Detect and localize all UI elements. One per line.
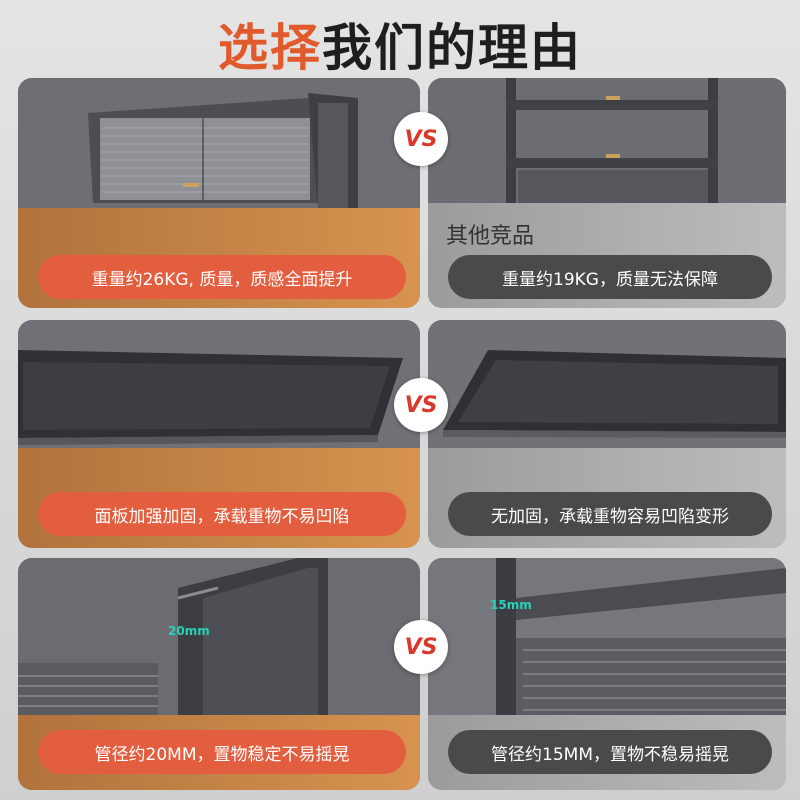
theirs-weight-pill: 重量约19KG，质量无法保障 [448, 255, 772, 299]
theirs-tube-pill: 管径约15MM，置物不稳易摇晃 [448, 730, 772, 774]
ours-cabinet-illustration [18, 78, 420, 208]
theirs-shelf-illustration [428, 78, 786, 203]
ours-tube-pill: 管径约20MM，置物稳定不易摇晃 [38, 730, 406, 774]
ours-weight-panel: 重量约26KG, 质量，质感全面提升 [18, 78, 420, 308]
ours-tube-illustration [18, 558, 420, 718]
other-products-label: 其他竞品 [446, 224, 535, 249]
theirs-tube-illustration [428, 558, 786, 718]
theirs-board-illustration [428, 320, 786, 448]
theirs-tube-dimension: 15mm [490, 598, 532, 612]
ours-tube-dimension: 20mm [168, 624, 210, 638]
ours-weight-pill: 重量约26KG, 质量，质感全面提升 [38, 255, 406, 299]
vs-badge-2: VS [394, 378, 448, 432]
title-accent: 选择 [218, 19, 322, 77]
ours-panel-strength-panel: 面板加强加固，承载重物不易凹陷 [18, 320, 420, 548]
vs-badge-1: VS [394, 112, 448, 166]
vs-badge-3: VS [394, 620, 448, 674]
theirs-panel-strength-panel: 无加固，承载重物容易凹陷变形 [428, 320, 786, 548]
theirs-weight-panel: 其他竞品 重量约19KG，质量无法保障 [428, 78, 786, 308]
theirs-panel-pill: 无加固，承载重物容易凹陷变形 [448, 492, 772, 536]
ours-panel-pill: 面板加强加固，承载重物不易凹陷 [38, 492, 406, 536]
ours-board-illustration [18, 320, 420, 448]
ours-tube-panel: 20mm 管径约20MM，置物稳定不易摇晃 [18, 558, 420, 790]
title-rest: 我们的理由 [322, 19, 582, 77]
page-title: 选择我们的理由 [0, 8, 800, 80]
theirs-tube-panel: 15mm 管径约15MM，置物不稳易摇晃 [428, 558, 786, 790]
